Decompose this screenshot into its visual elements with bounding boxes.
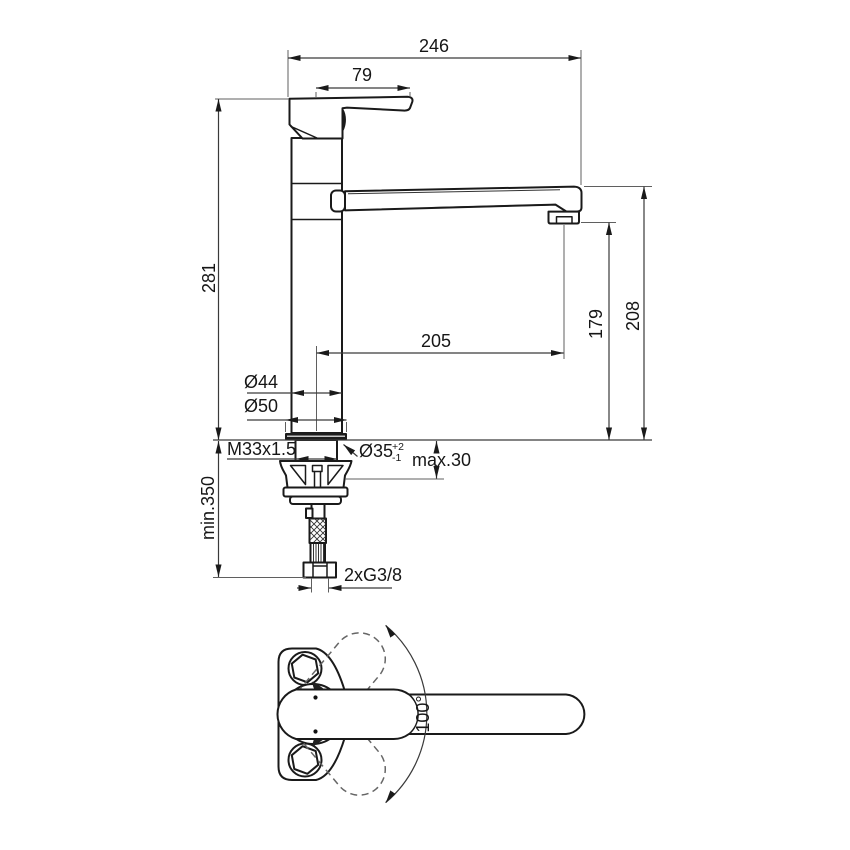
mounting-washer <box>282 486 349 498</box>
swing-arc-arrow-top <box>385 625 396 638</box>
label-connection: 2xG3/8 <box>344 565 402 585</box>
aerator-outlet <box>555 216 573 225</box>
label-deck-max: max.30 <box>412 450 471 470</box>
label-hole-dia: Ø35 <box>359 441 393 461</box>
bracket-cutout-right <box>327 464 344 486</box>
hex-socket-lower <box>290 745 320 775</box>
handle-dot-lower <box>313 729 318 734</box>
handle-dot-upper <box>313 695 318 700</box>
flange-shadow-lower <box>312 738 325 747</box>
label-spout-height: 208 <box>623 301 643 331</box>
label-spout-projection: 205 <box>421 331 451 351</box>
body-joint-lines <box>290 182 343 221</box>
label-overall-length: 246 <box>419 36 449 56</box>
bracket-center-slot <box>311 464 323 473</box>
dimension-lines <box>215 54 648 592</box>
label-handle-projection: 79 <box>352 65 372 85</box>
spout-underside-line <box>432 203 557 209</box>
spout-top-highlight <box>347 189 561 195</box>
bracket-cutout-left <box>289 464 307 486</box>
handle-hinge-shadow <box>342 109 346 131</box>
label-hole-tol-down: -1 <box>392 452 401 464</box>
swing-arc <box>385 624 428 804</box>
hose-rib-lines <box>313 544 324 562</box>
hose-tab <box>305 507 314 519</box>
label-outlet-height: 179 <box>586 309 606 339</box>
bracket-center-tube <box>313 470 322 489</box>
hose-ribbed-connector <box>309 542 326 564</box>
extension-lines <box>213 50 652 593</box>
handle-face-line <box>290 125 318 139</box>
label-height: 281 <box>199 263 219 293</box>
label-handle-swing: 100° <box>413 695 433 732</box>
hose-hex-nut <box>302 561 337 579</box>
label-hole-tol-up: +2 <box>392 441 404 453</box>
mounting-plate <box>289 495 342 505</box>
label-hose-min: min.350 <box>198 476 218 540</box>
hex-nut-facets <box>312 562 328 578</box>
dimension-labels: 246 79 281 205 179 208 Ø44 Ø50 M33x1.5 Ø… <box>198 36 643 733</box>
threaded-shank <box>294 439 338 462</box>
handle-swung-up-dashed <box>289 632 386 736</box>
handle-swung-down-dashed <box>289 692 386 796</box>
flange-shadow-upper <box>312 681 325 690</box>
swing-arc-arrow-bottom <box>385 790 396 803</box>
side-view <box>279 95 583 579</box>
faucet-handle-top <box>276 688 586 741</box>
handle-base-cap-line <box>408 693 419 735</box>
top-view <box>276 624 586 804</box>
leader-hole-dia <box>343 444 358 457</box>
hose-braid-pattern <box>310 518 326 543</box>
label-base-dia: Ø50 <box>244 396 278 416</box>
faucet-handle-side <box>288 95 414 140</box>
label-thread: M33x1.5 <box>227 439 296 459</box>
hex-socket-upper <box>290 653 320 684</box>
spout-collar <box>330 189 346 213</box>
label-body-dia: Ø44 <box>244 372 278 392</box>
